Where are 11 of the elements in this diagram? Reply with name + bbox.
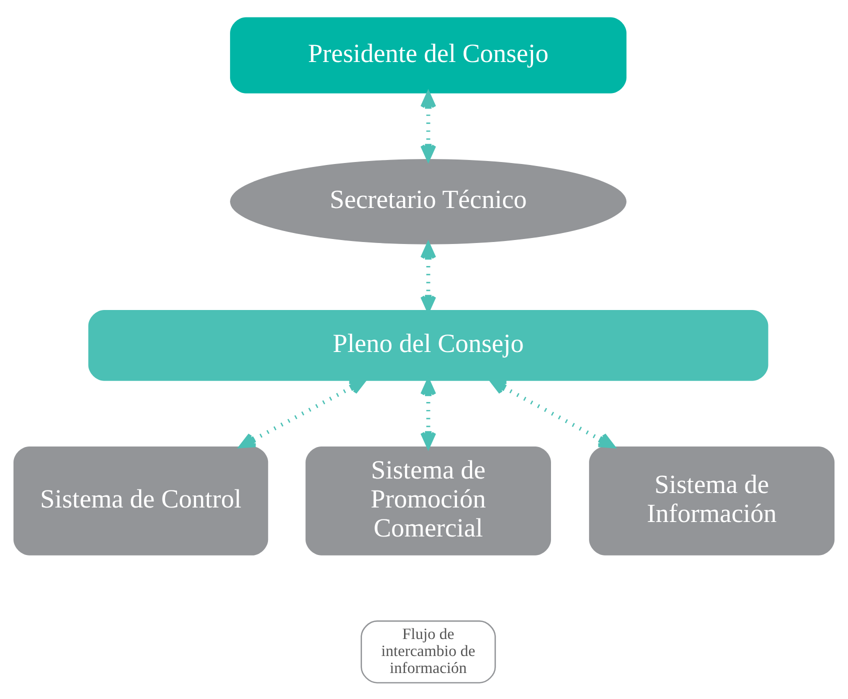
- arrow: [239, 378, 366, 448]
- node-box: Sistema de Promoción Comercial: [306, 446, 551, 555]
- arrow: [420, 378, 436, 448]
- node-box: Presidente del Consejo: [230, 16, 626, 93]
- node-box: Sistema de Información: [589, 446, 835, 555]
- node-box: Sistema de Control: [13, 446, 268, 555]
- node-ellipse: Secretario Técnico: [230, 158, 626, 244]
- arrow: [490, 378, 615, 448]
- node-box: Pleno del Consejo: [88, 309, 768, 380]
- arrow: [420, 242, 436, 312]
- legend-label: Flujo de intercambio de información: [381, 625, 476, 677]
